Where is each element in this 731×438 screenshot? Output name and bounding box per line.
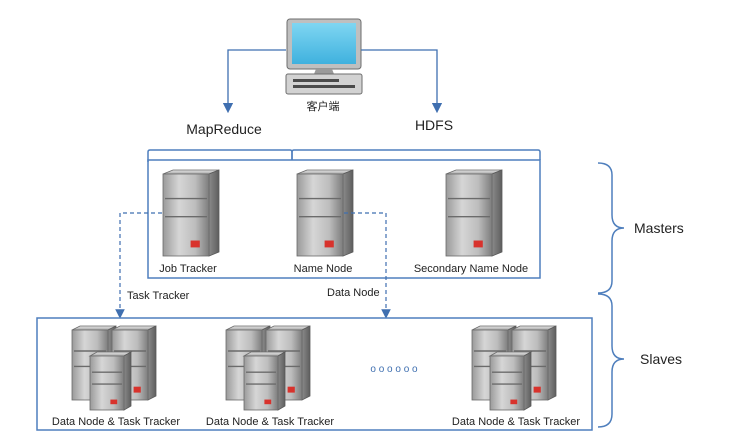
slave-2-server-cluster-icon-front (242, 351, 287, 411)
slave-3-label: Data Node & Task Tracker (452, 416, 581, 428)
slave-2-server-cluster-icon (225, 325, 311, 411)
hdfs-label: HDFS (415, 117, 453, 133)
masters-frame (147, 159, 541, 279)
name-node-label: Name Node (294, 263, 353, 275)
job-tracker-server-icon (162, 169, 220, 257)
name-node-server-icon (296, 169, 354, 257)
masters-label: Masters (634, 220, 684, 236)
data-node-link-label: Data Node (327, 287, 380, 299)
client-label: 客户端 (307, 99, 340, 113)
slaves-brace (597, 293, 625, 428)
ellipsis-more-nodes: o o o o o o (370, 364, 418, 375)
dashed-links (115, 212, 391, 319)
mapreduce-label: MapReduce (186, 121, 262, 137)
secondary-name-node-label: Secondary Name Node (414, 263, 528, 275)
slaves-frame (36, 317, 593, 431)
task-tracker-link-label: Task Tracker (127, 290, 190, 302)
client-computer-icon (285, 18, 363, 95)
slave-1-server-cluster-icon (71, 325, 157, 411)
slaves-label: Slaves (640, 351, 682, 367)
slave-server-clusters (71, 325, 557, 411)
client-connectors (222, 49, 443, 114)
secondary-name-node-server-icon (445, 169, 503, 257)
mapreduce-bracket (147, 149, 541, 162)
slave-1-label: Data Node & Task Tracker (52, 416, 181, 428)
slave-1-server-cluster-icon-front (88, 351, 133, 411)
job-tracker-label: Job Tracker (159, 263, 217, 275)
master-servers (162, 169, 503, 257)
slave-3-server-cluster-icon (471, 325, 557, 411)
masters-brace (597, 162, 625, 294)
slave-3-server-cluster-icon-front (488, 351, 533, 411)
slave-2-label: Data Node & Task Tracker (206, 416, 335, 428)
